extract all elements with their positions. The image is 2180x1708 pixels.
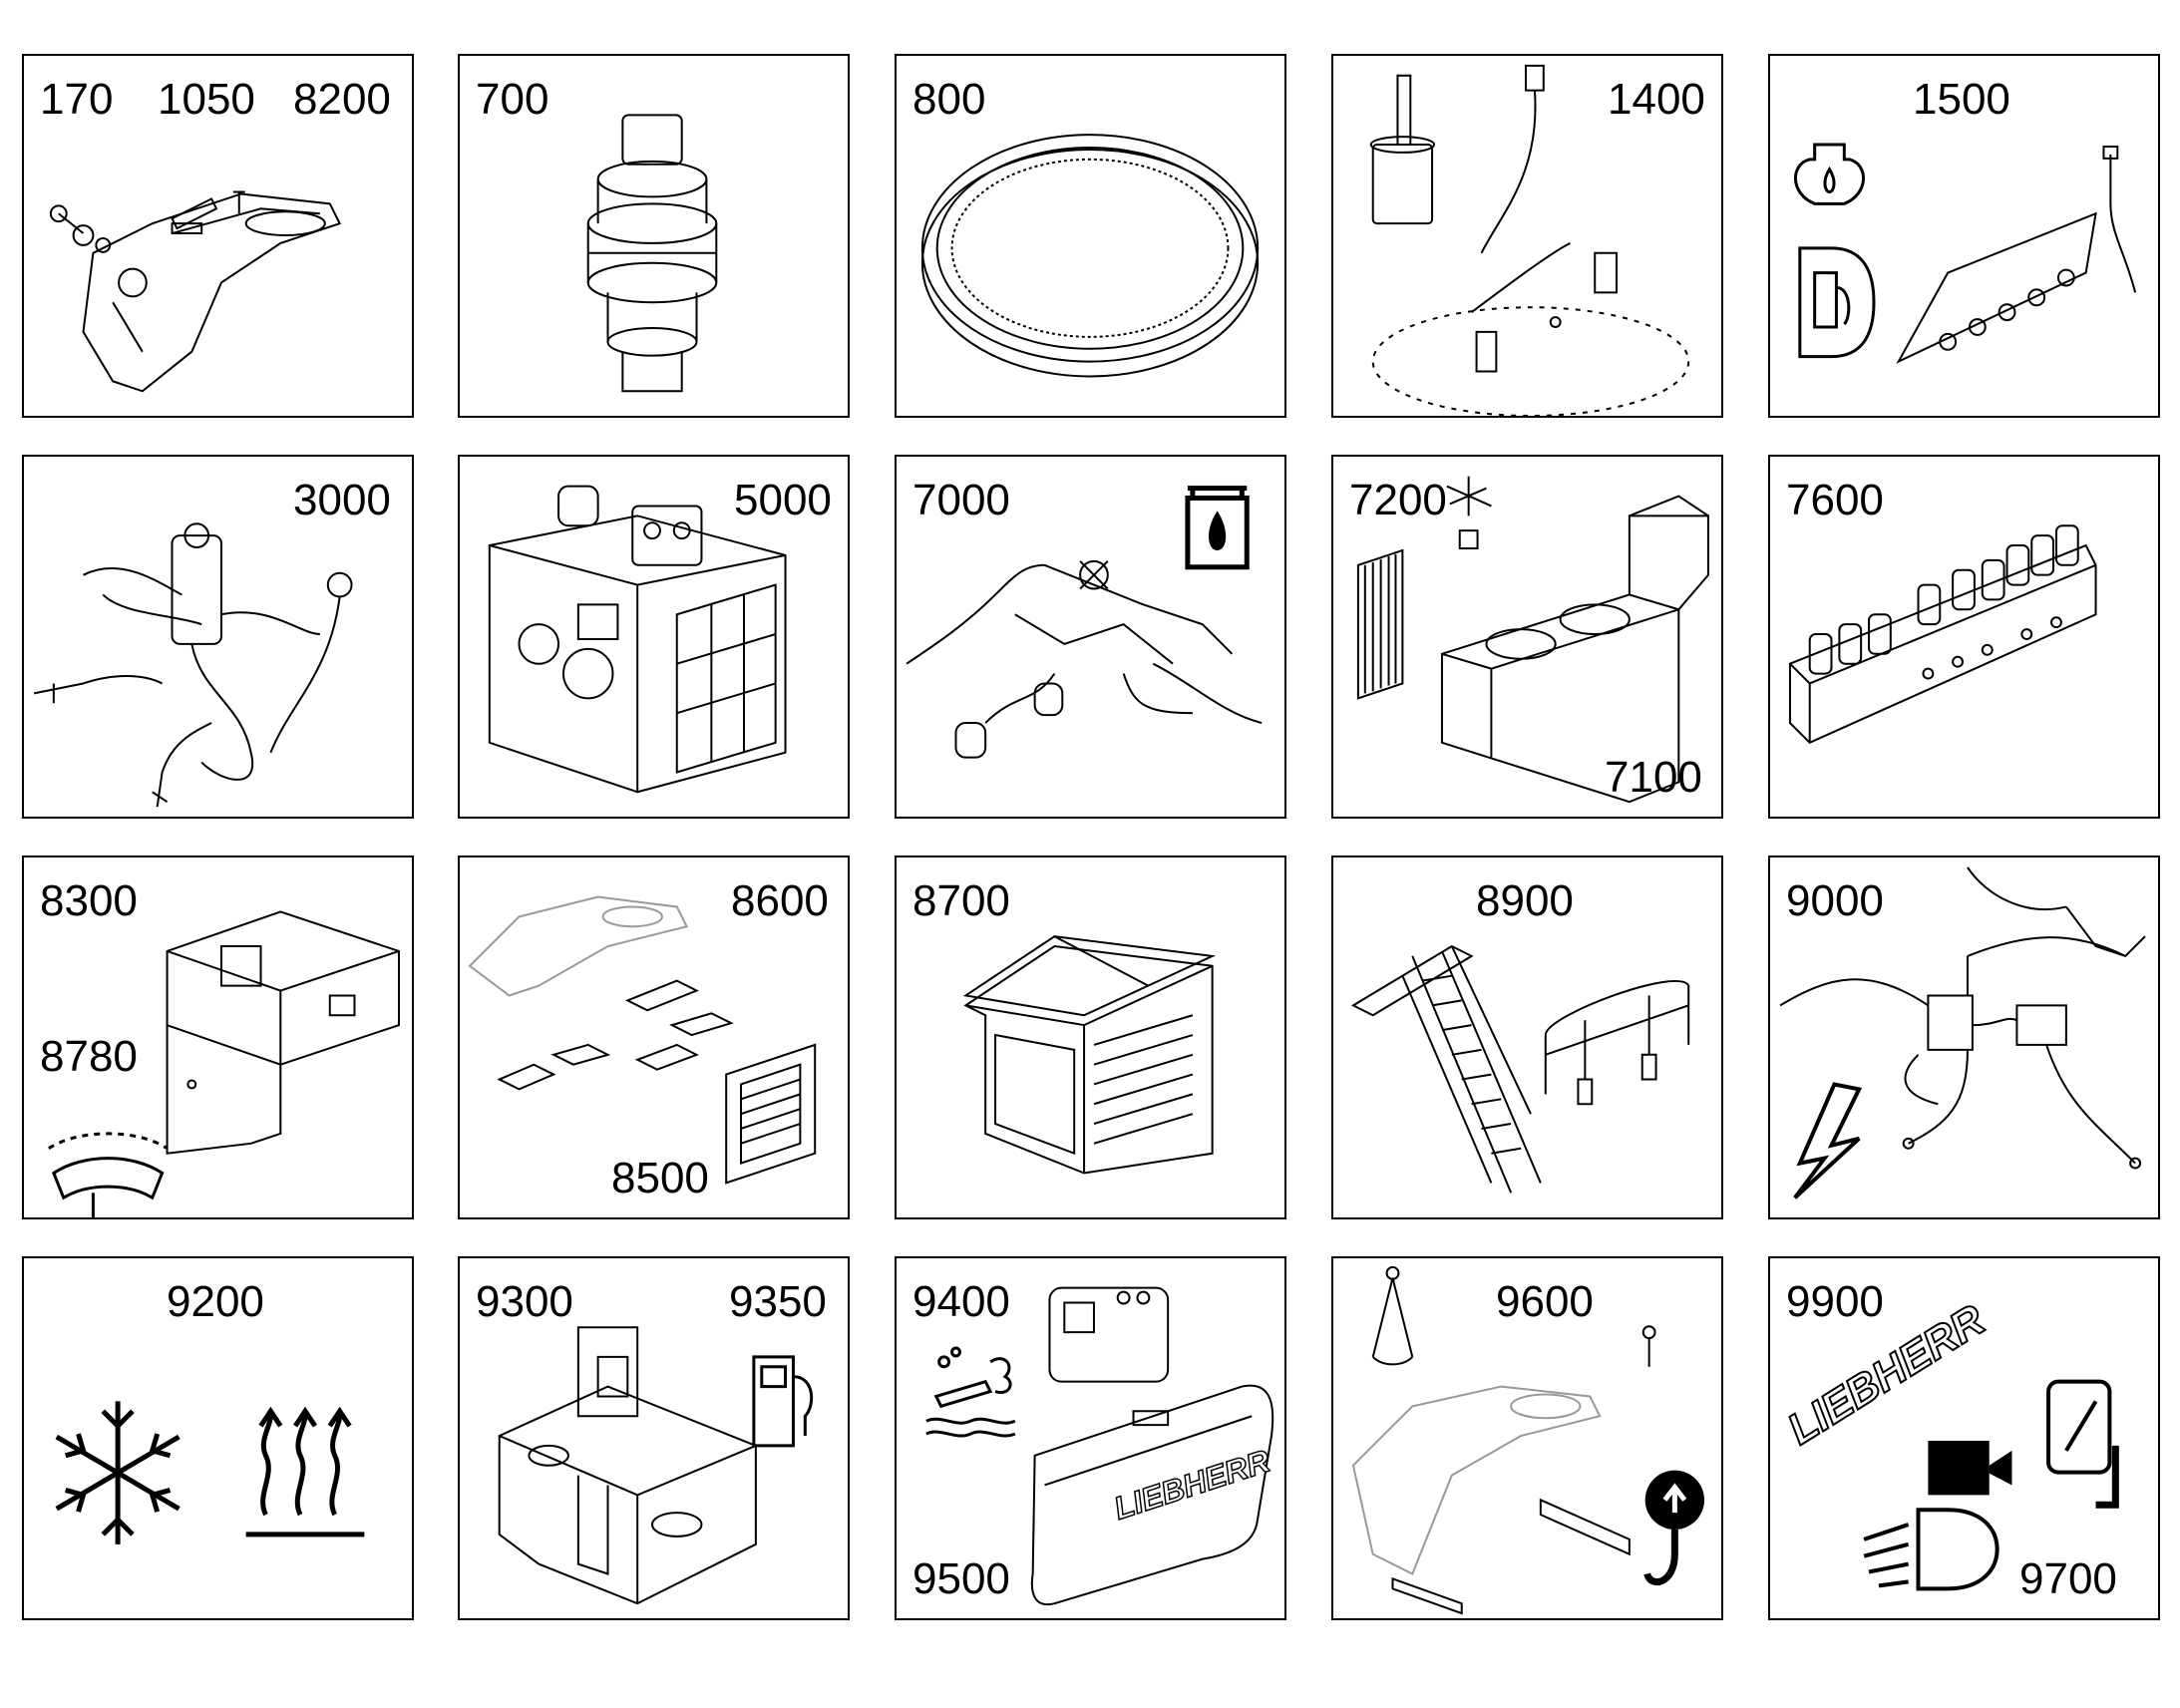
tile-7200-7100[interactable]: 7200 7100 <box>1331 455 1723 819</box>
label-9400: 9400 <box>912 1277 1010 1326</box>
label-7000: 7000 <box>912 476 1010 524</box>
hydraulic-illustration <box>897 457 1284 817</box>
snowflake-icon <box>57 1401 180 1543</box>
hydraulic-tank-icon <box>1188 489 1247 567</box>
label-8300: 8300 <box>40 876 138 925</box>
label-9700: 9700 <box>2019 1554 2117 1603</box>
label-800: 800 <box>912 75 986 124</box>
cooling-system-illustration <box>1333 457 1721 817</box>
tile-7000[interactable]: 7000 <box>895 455 1286 819</box>
label-3000: 3000 <box>293 476 391 524</box>
fuel-pump-icon <box>754 1357 812 1446</box>
engine-oil-icon <box>1795 145 1863 203</box>
control-valve-illustration <box>1770 457 2158 817</box>
counterweight-illustration: LIEBHERR <box>897 1258 1274 1618</box>
engine-unit-illustration <box>460 457 848 817</box>
boom-arm-illustration <box>24 56 412 416</box>
mirror-icon <box>2048 1382 2115 1506</box>
tile-700[interactable]: 700 <box>458 54 850 418</box>
lightning-icon <box>1795 1084 1859 1197</box>
liebherr-logo: LIEBHERR <box>1780 1296 1994 1455</box>
label-1500: 1500 <box>1913 75 2010 124</box>
label-8700: 8700 <box>912 876 1010 925</box>
label-8600: 8600 <box>731 876 829 925</box>
tile-1500[interactable]: 1500 <box>1768 54 2160 418</box>
fuel-tank-illustration <box>460 1258 848 1618</box>
label-5000: 5000 <box>734 476 832 524</box>
label-9900: 9900 <box>1786 1277 1884 1326</box>
label-7200: 7200 <box>1349 476 1447 524</box>
headlight-icon <box>1864 1510 1998 1588</box>
tile-9600[interactable]: 9600 <box>1331 1256 1723 1620</box>
label-8780: 8780 <box>40 1032 138 1081</box>
label-8500: 8500 <box>611 1154 709 1202</box>
ladder-railing-illustration <box>1333 857 1721 1217</box>
tile-8600-8500[interactable]: 8600 8500 <box>458 855 850 1219</box>
tile-170-1050-8200[interactable]: 170 1050 8200 <box>22 54 414 418</box>
wiper-icon <box>49 1134 168 1217</box>
tile-1400[interactable]: 1400 <box>1331 54 1723 418</box>
tile-8300-8780[interactable]: 8300 8780 <box>22 855 414 1219</box>
fuel-gauge-icon <box>1800 248 1874 357</box>
camera-icon <box>1928 1440 2012 1496</box>
central-lubrication-illustration <box>1333 56 1721 416</box>
tile-7600[interactable]: 7600 <box>1768 455 2160 819</box>
slewing-ring-illustration <box>897 56 1284 416</box>
instruments-illustration <box>1770 56 2158 416</box>
tile-800[interactable]: 800 <box>895 54 1286 418</box>
label-1400: 1400 <box>1608 75 1705 124</box>
tile-9400-9500[interactable]: 9400 9500 LIEBHERR <box>895 1256 1286 1620</box>
label-9200: 9200 <box>167 1277 264 1326</box>
tile-9300-9350[interactable]: 9300 9350 <box>458 1256 850 1620</box>
label-9300: 9300 <box>476 1277 573 1326</box>
tile-3000[interactable]: 3000 <box>22 455 414 819</box>
electric-harness-illustration <box>24 457 412 817</box>
label-8900: 8900 <box>1476 876 1574 925</box>
swing-gear-illustration <box>460 56 848 416</box>
tile-9900-9700[interactable]: 9900 9700 LIEBHERR <box>1768 1256 2160 1620</box>
label-1050: 1050 <box>158 75 255 124</box>
tile-8700[interactable]: 8700 <box>895 855 1286 1219</box>
cover-plates-illustration <box>460 857 848 1217</box>
decals-accessories-illustration: LIEBHERR <box>1779 1295 2158 1618</box>
label-8200: 8200 <box>293 75 391 124</box>
uppercarriage-illustration <box>24 857 412 1217</box>
tile-9200[interactable]: 9200 <box>22 1256 414 1620</box>
oil-drop-icon <box>1209 511 1227 550</box>
label-170: 170 <box>40 75 114 124</box>
label-700: 700 <box>476 75 549 124</box>
water-splash-icon <box>926 1348 1015 1436</box>
heat-icon <box>246 1411 365 1535</box>
label-9000: 9000 <box>1786 876 1884 925</box>
tile-8900[interactable]: 8900 <box>1331 855 1723 1219</box>
label-9350: 9350 <box>729 1277 827 1326</box>
label-9500: 9500 <box>912 1554 1010 1603</box>
tile-5000[interactable]: 5000 <box>458 455 850 819</box>
label-9600: 9600 <box>1496 1277 1594 1326</box>
air-conditioning-illustration <box>24 1258 412 1618</box>
lifting-gear-illustration <box>1333 1258 1705 1618</box>
operator-cab-illustration <box>897 857 1284 1217</box>
electrical-system-illustration <box>1770 857 2158 1217</box>
tile-9000[interactable]: 9000 <box>1768 855 2160 1219</box>
label-7600: 7600 <box>1786 476 1884 524</box>
